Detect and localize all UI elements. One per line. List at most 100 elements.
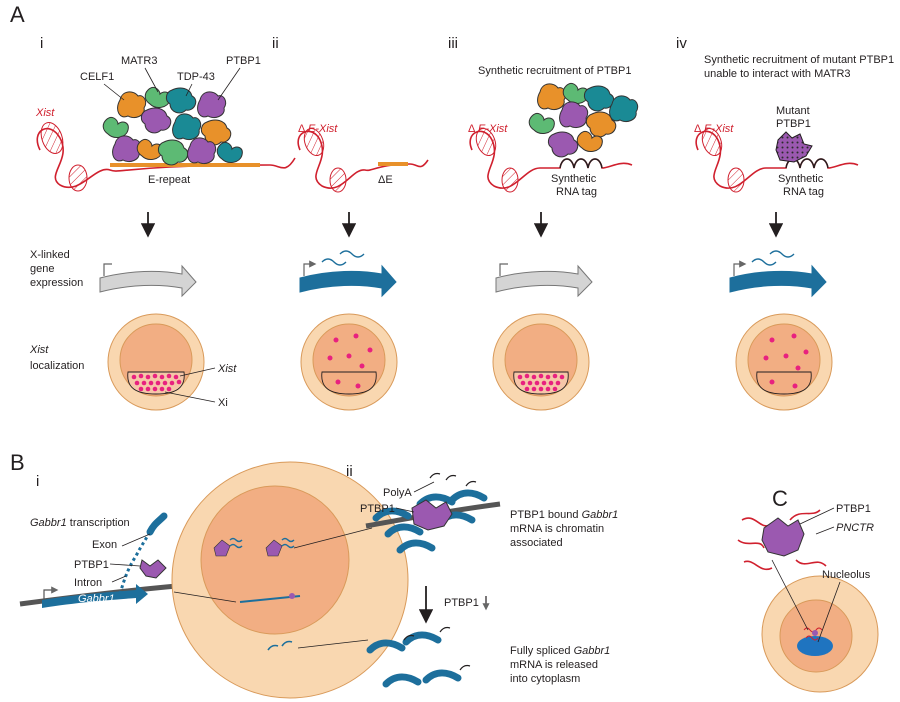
promoter-arrow: [499, 263, 508, 276]
xist-hairpin: [329, 167, 347, 193]
xi-territory: [321, 371, 377, 395]
cell-b: [171, 461, 409, 699]
ptbp1-label-ii: PTBP1: [360, 503, 395, 515]
e-repeat-bar: [110, 163, 260, 167]
transcript: [751, 258, 777, 266]
protein-cluster-wt: [102, 86, 243, 166]
delta-symbol: Δ: [468, 123, 476, 135]
mrna: [426, 673, 458, 680]
nascent-transcript: [118, 531, 152, 595]
xist-dots-clustered: [517, 373, 565, 392]
panel-b: B i ii iii Gabbr1 transcription Gabbr1 E…: [10, 450, 618, 699]
panel-a-sub-i: i: [40, 35, 43, 52]
tdp43-label: TDP-43: [177, 71, 215, 83]
expression-row: X-linked gene expression: [30, 249, 827, 298]
synthetic-rna-tag: [559, 158, 603, 169]
mutant-title-line2: unable to interact with MATR3: [704, 68, 851, 80]
cytoplasm-mrna-mini: [267, 640, 293, 651]
bound-line1-a: PTBP1 bound: [510, 509, 582, 521]
promoter-arrow: [43, 586, 59, 604]
xist-rna-wt: Xist E-repeat: [35, 107, 296, 192]
panel-c: C PTBP1 PNCTR Nucleolus: [737, 486, 879, 693]
mutant-ptbp1-protein: [775, 131, 813, 163]
panel-b-sub-ii: ii: [346, 463, 353, 480]
tag-label-line2: RNA tag: [783, 186, 824, 198]
bound-line2: mRNA is chromatin: [510, 523, 604, 535]
protein-green: [102, 116, 129, 138]
ptbp1-protein: [139, 559, 167, 579]
released-line3: into cytoplasm: [510, 673, 580, 685]
gene-arrow-off: [99, 264, 197, 298]
chromatin-bound-mini: [213, 537, 295, 557]
released-line1-gene: Gabbr1: [574, 645, 611, 657]
transcript: [321, 258, 347, 266]
intron-label: Intron: [74, 577, 102, 589]
ptbp1-decrease-label: PTBP1: [444, 597, 479, 609]
xi-callout: Xi: [218, 397, 228, 409]
xist-hairpin: [727, 167, 745, 193]
gene-arrow-off: [495, 264, 593, 298]
mrna: [388, 527, 420, 534]
xist-rna-delta-e: Δ E-Xist ΔE: [297, 123, 429, 193]
panel-b-letter: B: [10, 450, 25, 475]
ptbp1-protein: [761, 517, 805, 557]
celf1-label: CELF1: [80, 71, 114, 83]
xist-dots-dispersed: [763, 333, 809, 389]
protein-green: [528, 112, 555, 134]
protein-green: [157, 139, 189, 166]
down-arrows-row1: [140, 212, 784, 238]
mutant-label-line2: PTBP1: [776, 118, 811, 130]
e-repeat-label: E-repeat: [148, 174, 190, 186]
panel-b-sub-i: i: [36, 473, 39, 490]
pnctr-label: PNCTR: [836, 522, 874, 534]
mrna: [386, 677, 418, 684]
gene-arrow-on: [729, 264, 827, 298]
xist-hairpin: [303, 127, 325, 157]
matr3-protein: [140, 107, 172, 134]
xi-territory: [756, 371, 812, 395]
promoter-arrow: [303, 260, 317, 276]
xist-dots-clustered: [131, 373, 182, 392]
gene-arrow-on: [299, 264, 397, 298]
protein-labels: MATR3 TDP-43 CELF1 PTBP1: [80, 55, 261, 101]
delta-symbol: Δ: [298, 123, 306, 135]
pnctr-ptbp1-complex: PTBP1 PNCTR: [737, 503, 874, 571]
protein-purple: [547, 131, 579, 158]
gabbr1-gene-name: Gabbr1: [30, 517, 67, 529]
synthetic-ptbp1-title: Synthetic recruitment of PTBP1: [478, 65, 631, 77]
bound-line3: associated: [510, 537, 563, 549]
protein-purple: [559, 101, 589, 129]
exon: [146, 512, 168, 536]
nucleolus: [797, 636, 833, 656]
ptbp1-label: PTBP1: [74, 559, 109, 571]
delta-e-segment: [378, 162, 408, 166]
protein-teal: [609, 95, 639, 123]
transcript: [339, 250, 365, 258]
tag-label-line1: Synthetic: [778, 173, 824, 185]
transcript: [769, 250, 795, 258]
mutant-recruitment: Synthetic recruitment of mutant PTBP1 un…: [694, 54, 894, 198]
pnctr-strands: [737, 509, 827, 571]
nucleus: [200, 485, 350, 635]
synthetic-recruitment: Synthetic recruitment of PTBP1 Δ E-Xist …: [468, 65, 639, 198]
panel-a-sub-iv: iv: [676, 35, 687, 52]
tag-label-line2: RNA tag: [556, 186, 597, 198]
panel-a-sub-ii: ii: [272, 35, 279, 52]
protein-teal: [216, 141, 243, 163]
mrna: [452, 493, 484, 500]
released-line2: mRNA is released: [510, 659, 598, 671]
chromatin-associated-mrna: PolyA PTBP1: [360, 472, 501, 551]
protein-orange: [537, 83, 567, 111]
ptbp1-label-c: PTBP1: [836, 503, 871, 515]
tdp43-protein: [165, 87, 197, 114]
panel-c-letter: C: [772, 486, 788, 511]
ptbp1-protein: [289, 593, 295, 599]
mutant-label-line1: Mutant: [776, 105, 810, 117]
xist-callout: Xist: [217, 363, 237, 375]
loc-label-rest: localization: [30, 360, 84, 372]
mutant-title-line1: Synthetic recruitment of mutant PTBP1: [704, 54, 894, 66]
xist-label: Xist: [35, 107, 55, 119]
expr-label-3: expression: [30, 277, 83, 289]
expr-label-2: gene: [30, 263, 54, 275]
xist-hairpin: [475, 127, 497, 157]
